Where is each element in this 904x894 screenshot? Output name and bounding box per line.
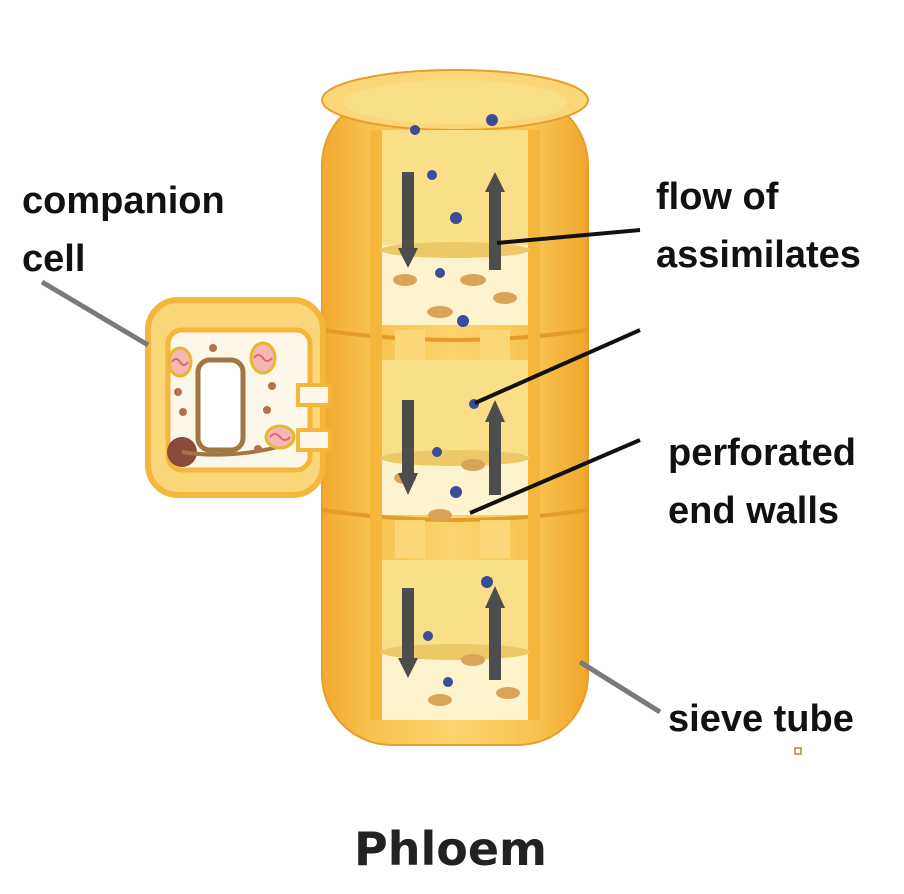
companion-cell <box>145 297 332 498</box>
label-companion-line2: cell <box>22 238 86 280</box>
label-perforated-line1: perforated <box>668 432 856 474</box>
label-companion-line1: companion <box>22 180 225 222</box>
label-sieve-tube: sieve tube <box>668 698 854 740</box>
label-flow-line2: assimilates <box>656 234 861 276</box>
small-marker <box>794 747 802 755</box>
diagram-title: Phloem <box>354 822 547 876</box>
label-perforated-line2: end walls <box>668 490 840 532</box>
sieve-pores <box>393 274 520 706</box>
flow-arrows <box>398 172 505 680</box>
pointer-lines <box>40 228 662 715</box>
label-flow-line1: flow of <box>656 176 779 218</box>
